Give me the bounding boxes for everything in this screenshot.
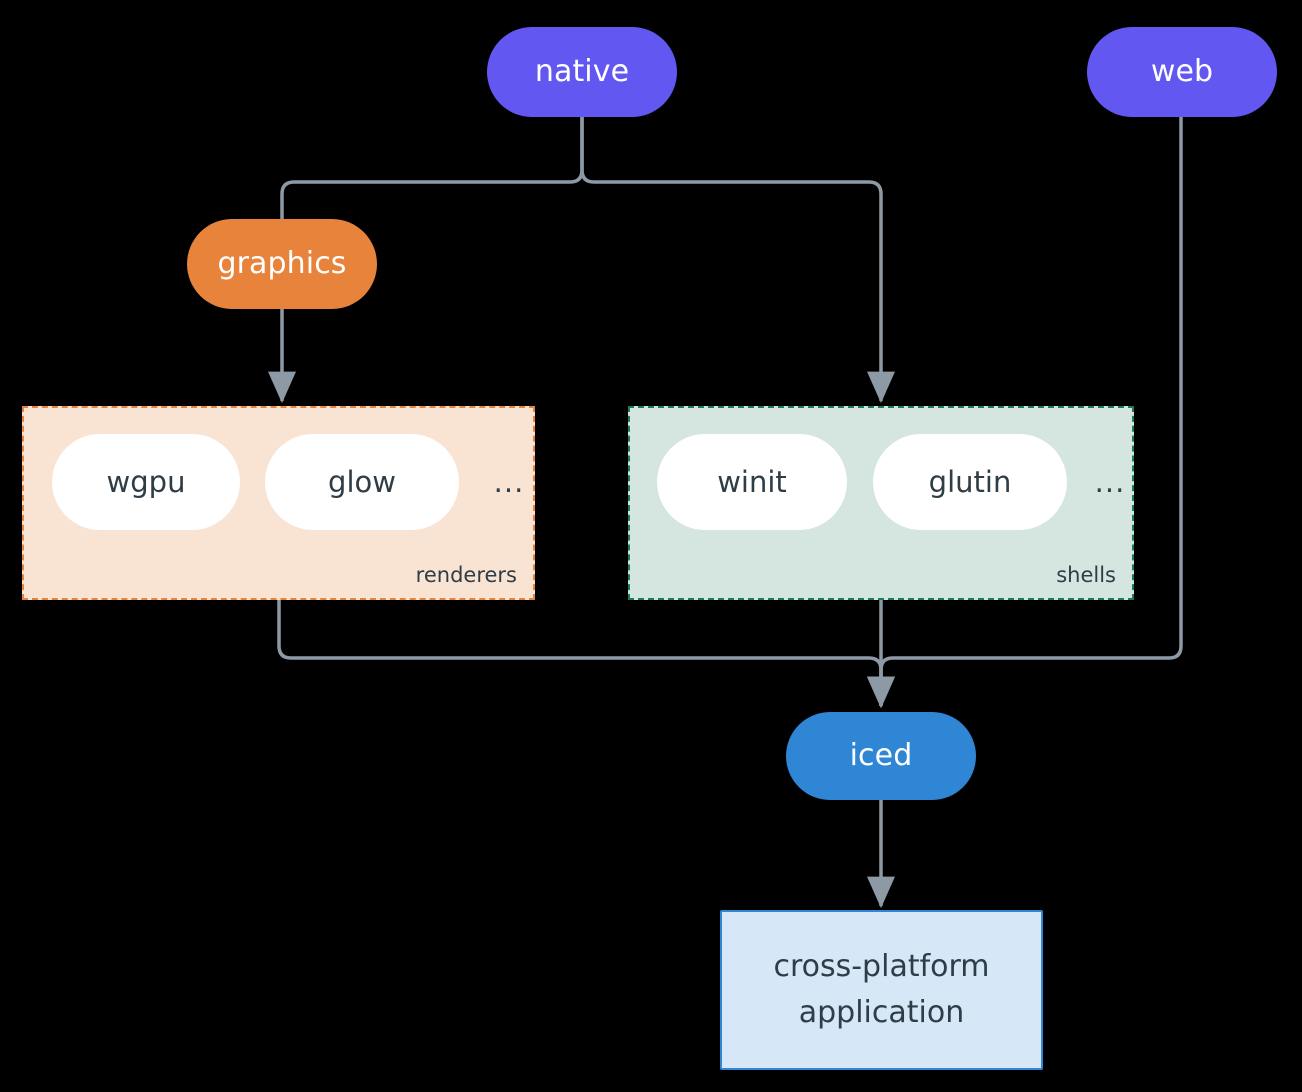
node-web-label: web [1150,53,1214,89]
group-item-winit-label: winit [717,465,787,499]
group-renderers-overflow-ellipsis: ... [493,465,525,499]
node-application-line1: cross-platform [773,948,990,984]
group-item-glutin-label: glutin [928,465,1012,499]
node-cross-platform-application[interactable]: cross-platform application [720,910,1043,1070]
node-native-label: native [534,53,630,89]
node-iced[interactable]: iced [786,712,976,800]
edge-renderers-to-iced [277,600,895,709]
node-graphics-label: graphics [217,245,347,281]
node-application-line2: application [798,995,965,1030]
node-native[interactable]: native [487,27,677,117]
group-shells-label: shells [1056,563,1116,587]
group-item-glow-label: glow [328,465,396,499]
group-item-glutin[interactable]: glutin [873,434,1067,530]
group-renderers: wgpu glow ... renderers [22,406,535,600]
group-item-wgpu[interactable]: wgpu [52,434,240,530]
group-item-winit[interactable]: winit [657,434,847,530]
group-shells: winit glutin ... shells [628,406,1134,600]
node-iced-label: iced [849,737,913,773]
group-item-glow[interactable]: glow [265,434,459,530]
group-item-wgpu-label: wgpu [106,465,186,499]
node-web[interactable]: web [1087,27,1277,117]
group-renderers-label: renderers [415,563,517,587]
group-shells-overflow-ellipsis: ... [1094,465,1126,499]
node-graphics[interactable]: graphics [187,219,377,309]
edge-native-to-shells [580,117,895,404]
